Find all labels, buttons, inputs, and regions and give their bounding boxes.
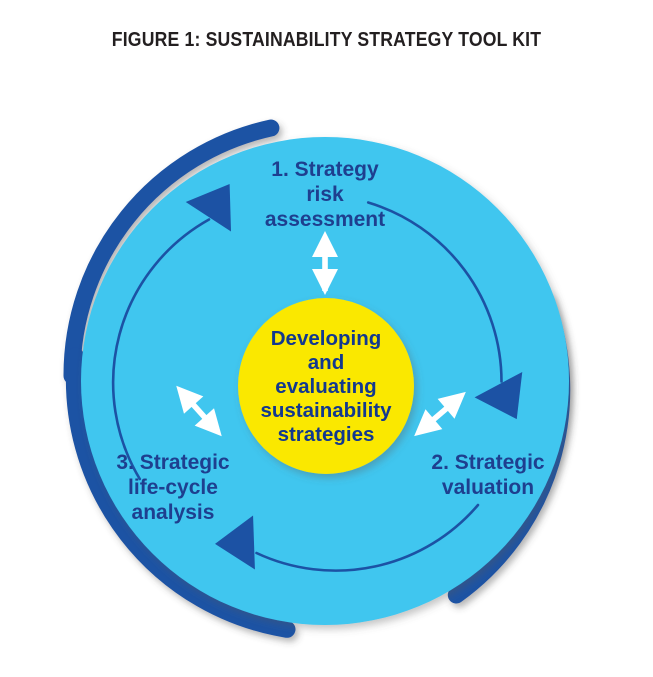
outer-ring-segment-bottom-left bbox=[65, 347, 296, 638]
step-label-1: 1. Strategy risk assessment bbox=[265, 158, 385, 231]
figure-title: FIGURE 1: SUSTAINABILITY STRATEGY TOOL K… bbox=[111, 28, 542, 51]
cycle-flow-arrows bbox=[111, 184, 523, 572]
step-1-line-1: 1. Strategy bbox=[271, 158, 379, 181]
link-center-to-step-1 bbox=[312, 231, 338, 295]
flow-arrowhead-step-2 bbox=[474, 371, 523, 420]
step-3-line-2: life-cycle bbox=[128, 476, 218, 499]
center-line-4: sustainability bbox=[260, 399, 392, 422]
outer-ring-segment-top bbox=[63, 119, 280, 385]
center-line-3: evaluating bbox=[275, 375, 376, 398]
center-hub-label: Developing and evaluating sustainability… bbox=[260, 327, 392, 446]
flow-arrowhead-step-1 bbox=[185, 184, 232, 232]
flow-arc-to-step-2 bbox=[366, 201, 503, 383]
link-arrows bbox=[176, 231, 466, 437]
flow-arrowhead-step-3 bbox=[215, 515, 255, 570]
link-center-to-step-2 bbox=[414, 391, 466, 437]
step-label-3: 3. Strategic life-cycle analysis bbox=[116, 451, 230, 524]
step-3-line-1: 3. Strategic bbox=[116, 451, 230, 474]
center-line-1: Developing bbox=[271, 327, 382, 350]
step-3-line-3: analysis bbox=[132, 501, 215, 524]
flow-arc-to-step-1 bbox=[111, 218, 211, 481]
center-line-5: strategies bbox=[278, 423, 375, 446]
center-hub-circle bbox=[238, 298, 414, 474]
step-label-2: 2. Strategic valuation bbox=[431, 451, 545, 499]
step-1-line-3: assessment bbox=[265, 208, 385, 231]
flow-arc-to-step-3 bbox=[255, 503, 480, 572]
link-center-to-step-3 bbox=[176, 385, 222, 437]
step-1-line-2: risk bbox=[306, 183, 344, 206]
center-line-2: and bbox=[308, 351, 344, 374]
step-2-line-2: valuation bbox=[442, 476, 534, 499]
step-2-line-1: 2. Strategic bbox=[431, 451, 545, 474]
